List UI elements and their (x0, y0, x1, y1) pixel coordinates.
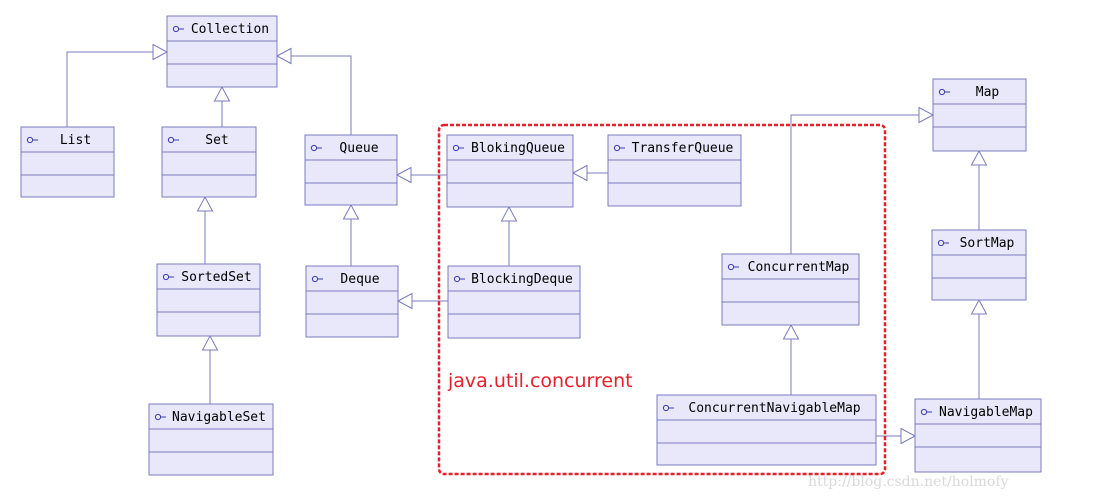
class-name: NavigableSet (172, 410, 266, 425)
class-name: SortMap (960, 236, 1015, 251)
class-name: SortedSet (181, 270, 251, 285)
class-name: ConcurrentMap (748, 260, 850, 275)
edge-set-to-collection (213, 85, 231, 127)
class-name: Collection (191, 22, 269, 37)
class-box-concurrentnavigablemap[interactable]: ConcurrentNavigableMap (656, 394, 877, 466)
field-icon (154, 413, 166, 421)
field-icon (938, 88, 950, 96)
class-box-map[interactable]: Map (932, 78, 1027, 152)
edge-sortedset-to-set (196, 195, 214, 264)
class-name: BlokingQueue (471, 141, 565, 156)
watermark: http://blog.csdn.net/holmofy (808, 474, 1009, 490)
class-name: NavigableMap (939, 405, 1033, 420)
generalization-arrowhead (396, 292, 413, 310)
edge-transferqueue-to-blokingqueue (571, 164, 608, 182)
class-box-blockingdeque[interactable]: BlockingDeque (447, 265, 581, 339)
generalization-arrowhead (782, 323, 800, 340)
class-box-list[interactable]: List (20, 126, 115, 198)
generalization-arrowhead (970, 298, 988, 315)
field-icon (310, 144, 322, 152)
field-icon (613, 144, 625, 152)
class-name: Queue (339, 141, 378, 156)
edge-blokingqueue-to-queue (395, 166, 447, 184)
class-box-concurrentmap[interactable]: ConcurrentMap (721, 253, 860, 326)
field-icon (937, 239, 949, 247)
class-name: TransferQueue (632, 141, 734, 156)
class-box-sortmap[interactable]: SortMap (931, 229, 1027, 301)
field-icon (727, 263, 739, 271)
edge-sortmap-to-map (970, 149, 988, 230)
java-util-concurrent-region (437, 123, 887, 476)
edge-blockingdeque-to-deque (396, 292, 448, 310)
class-box-deque[interactable]: Deque (305, 265, 399, 338)
field-icon (167, 136, 179, 144)
field-icon (452, 144, 464, 152)
class-box-transferqueue[interactable]: TransferQueue (607, 134, 742, 207)
class-box-queue[interactable]: Queue (304, 134, 398, 206)
class-name: Set (205, 133, 228, 148)
class-box-blokingqueue[interactable]: BlokingQueue (446, 134, 574, 208)
class-box-collection[interactable]: Collection (166, 15, 278, 88)
generalization-arrowhead (152, 43, 169, 61)
generalization-arrowhead (500, 205, 518, 222)
generalization-arrowhead (342, 203, 360, 220)
generalization-arrowhead (213, 85, 231, 102)
class-box-sortedset[interactable]: SortedSet (156, 263, 261, 337)
field-icon (26, 136, 38, 144)
class-box-set[interactable]: Set (161, 126, 257, 198)
class-box-navigablemap[interactable]: NavigableMap (914, 398, 1042, 473)
generalization-arrowhead (395, 166, 412, 184)
generalization-arrowhead (275, 47, 292, 65)
edge-queue-to-collection (275, 47, 352, 135)
generalization-arrowhead (571, 164, 588, 182)
edge-concurrentnavigablemap-to-navigablemap (876, 427, 917, 445)
edge-navigableset-to-sortedset (201, 334, 219, 404)
class-name: Map (976, 85, 1000, 100)
edge-concurrentnavigablemap-to-concurrentmap (782, 323, 800, 395)
generalization-arrowhead (196, 195, 214, 212)
generalization-arrowhead (900, 427, 917, 445)
class-box-navigableset[interactable]: NavigableSet (148, 403, 274, 476)
class-name: ConcurrentNavigableMap (688, 401, 860, 416)
field-icon (662, 404, 674, 412)
class-name: Deque (340, 272, 379, 287)
class-name: BlockingDeque (471, 272, 573, 287)
generalization-arrowhead (970, 149, 988, 166)
field-icon (172, 25, 184, 33)
field-icon (453, 275, 465, 283)
class-name: List (60, 133, 91, 148)
generalization-arrowhead (918, 106, 935, 124)
field-icon (311, 275, 323, 283)
edge-deque-to-queue (342, 203, 360, 266)
generalization-arrowhead (201, 334, 219, 351)
edge-list-to-collection (66, 43, 169, 127)
edge-blockingdeque-to-blokingqueue (500, 205, 518, 266)
field-icon (920, 408, 932, 416)
region-label: java.util.concurrent (447, 370, 633, 392)
edges-layer (66, 43, 988, 445)
edge-concurrentmap-to-map (790, 106, 935, 254)
field-icon (162, 273, 174, 281)
edge-navigablemap-to-sortmap (970, 298, 988, 399)
